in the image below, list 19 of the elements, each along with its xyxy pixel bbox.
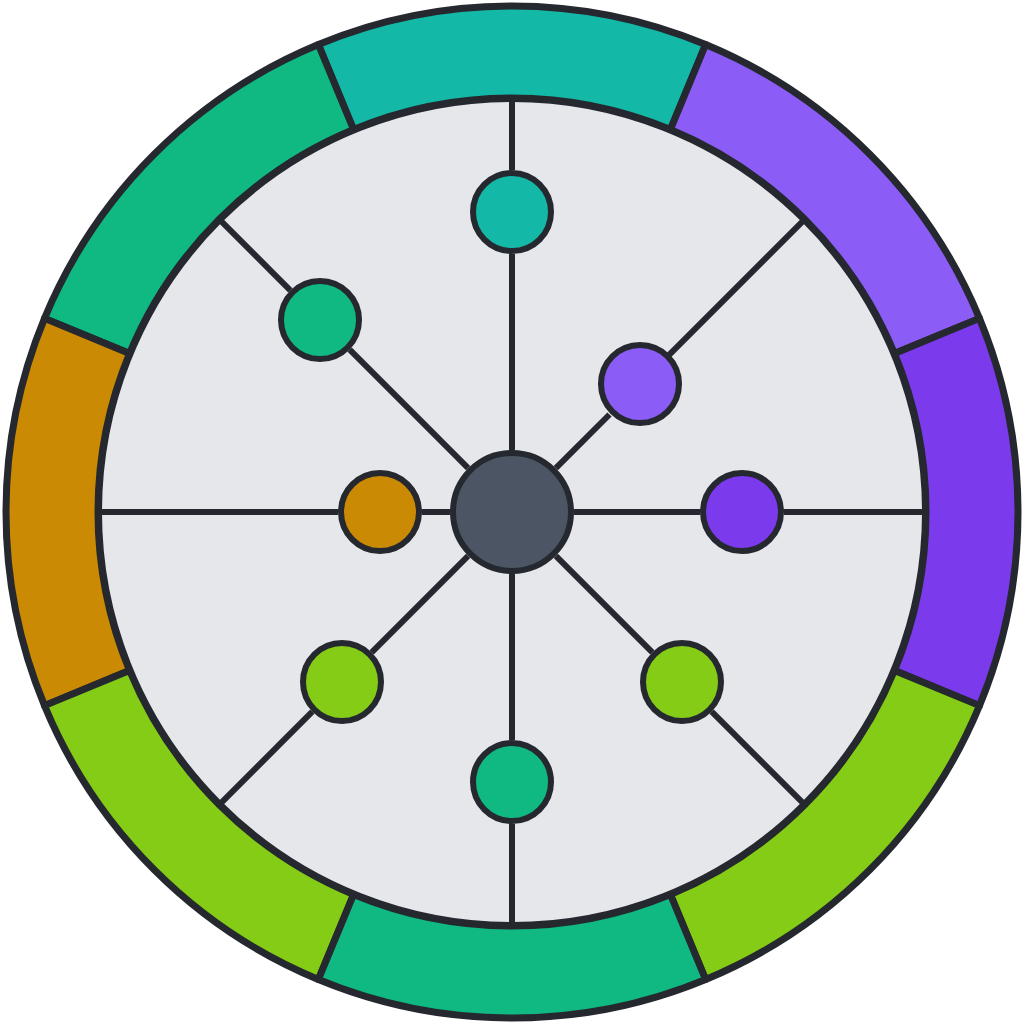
spoke-line (101, 509, 338, 515)
spoke-line (422, 509, 450, 515)
spoke-line (509, 824, 515, 923)
ring-segment (3, 314, 133, 710)
spoke-line (347, 347, 471, 471)
spoke-line (219, 709, 315, 805)
spoke-line (219, 219, 293, 293)
spoke-line (784, 509, 923, 515)
spoke-line (369, 553, 471, 655)
spoke-line (509, 101, 515, 170)
ring-segment (891, 314, 1021, 710)
spoke-line (574, 509, 700, 515)
spoke-line (509, 254, 515, 450)
spoke-line (709, 709, 805, 805)
spoke-line (666, 219, 805, 358)
spoke-line (553, 412, 612, 471)
spoke-line (509, 574, 515, 740)
spoke-line (553, 553, 655, 655)
ring-segment (314, 891, 710, 1021)
